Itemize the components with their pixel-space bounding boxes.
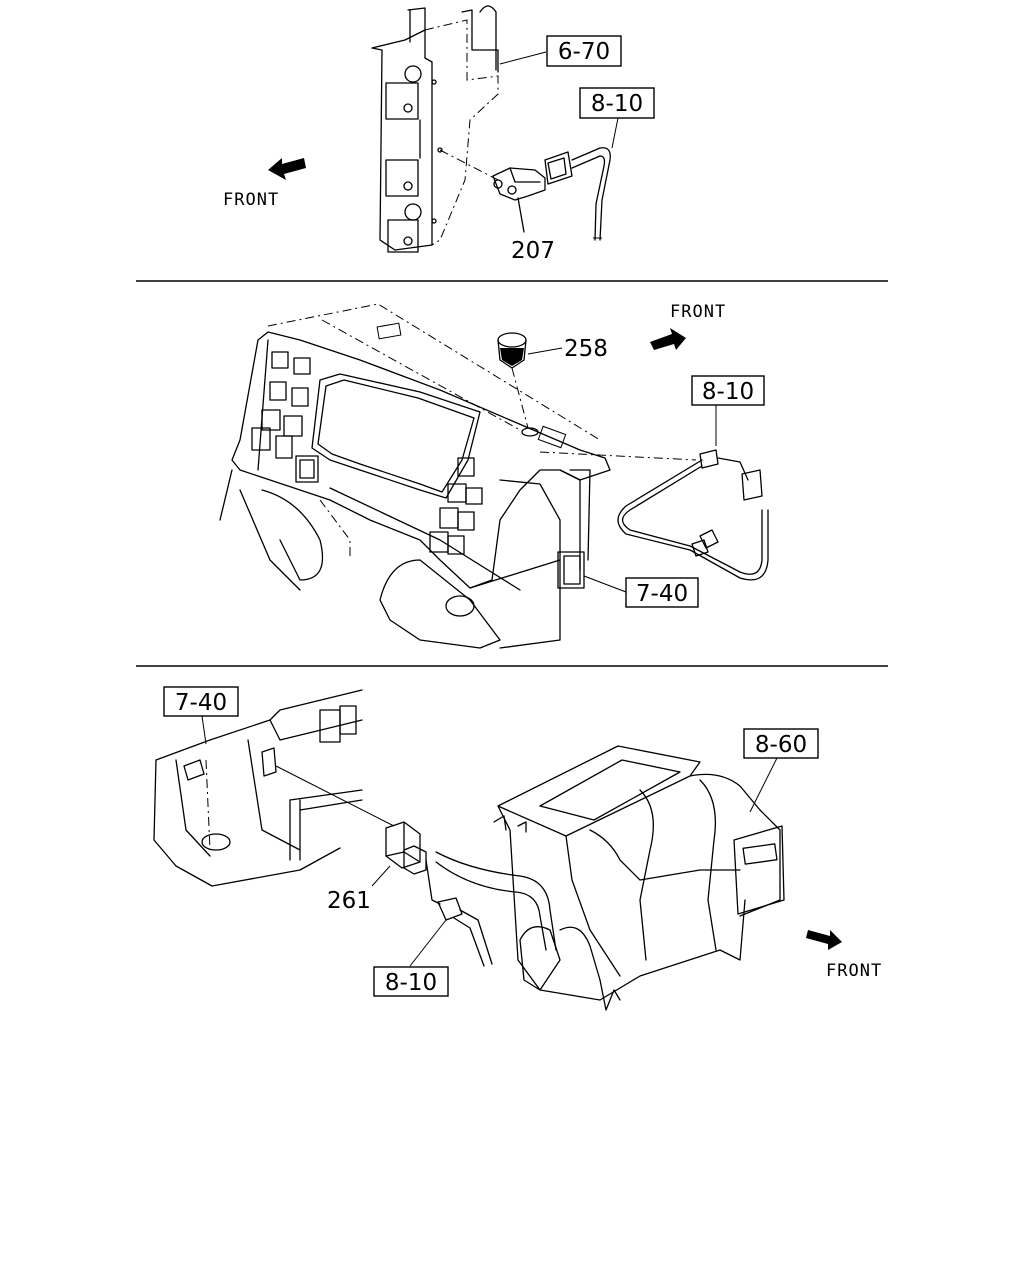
svg-text:8-10: 8-10 — [702, 379, 754, 405]
ref-box-8-10: 8-10 — [373, 966, 449, 997]
bracket-illustration — [371, 5, 499, 253]
svg-text:8-60: 8-60 — [755, 732, 807, 758]
front-label: FRONT — [826, 961, 882, 981]
svg-text:7-40: 7-40 — [175, 690, 227, 716]
front-arrow-icon — [650, 328, 686, 350]
harness-8-10-illustration — [409, 851, 557, 967]
svg-text:8-10: 8-10 — [591, 91, 643, 117]
part-207-illustration — [439, 149, 546, 233]
hvac-unit-illustration — [493, 745, 785, 1011]
part-258-illustration — [497, 332, 563, 437]
instrument-panel-illustration — [219, 303, 611, 649]
front-label: FRONT — [223, 190, 279, 210]
ref-box-7-40: 7-40 — [625, 577, 699, 608]
harness-8-10-illustration — [539, 404, 769, 581]
front-label: FRONT — [670, 302, 726, 322]
front-arrow-icon — [268, 158, 306, 180]
front-arrow-icon — [806, 930, 842, 950]
harness-8-10-illustration — [544, 147, 611, 241]
svg-text:6-70: 6-70 — [558, 39, 610, 65]
part-number-261: 261 — [327, 888, 371, 914]
panel-1: 6-70 8-10 207 FRONT — [223, 5, 655, 264]
ref-box-8-10: 8-10 — [691, 375, 765, 406]
part-number-258: 258 — [564, 336, 608, 362]
panel-2: 8-10 7-40 258 FRONT — [219, 302, 769, 649]
ref-box-8-10: 8-10 — [579, 87, 655, 119]
svg-text:8-10: 8-10 — [385, 970, 437, 996]
svg-text:7-40: 7-40 — [636, 581, 688, 607]
part-261-illustration — [275, 765, 427, 887]
ref-box-6-70: 6-70 — [546, 35, 622, 67]
ref-box-8-60: 8-60 — [743, 728, 819, 759]
panel-3: 7-40 8-60 8-10 261 FRONT — [153, 686, 882, 1011]
ref-box-7-40: 7-40 — [163, 686, 239, 717]
dash-lower-illustration — [153, 689, 363, 887]
part-number-207: 207 — [511, 238, 555, 264]
